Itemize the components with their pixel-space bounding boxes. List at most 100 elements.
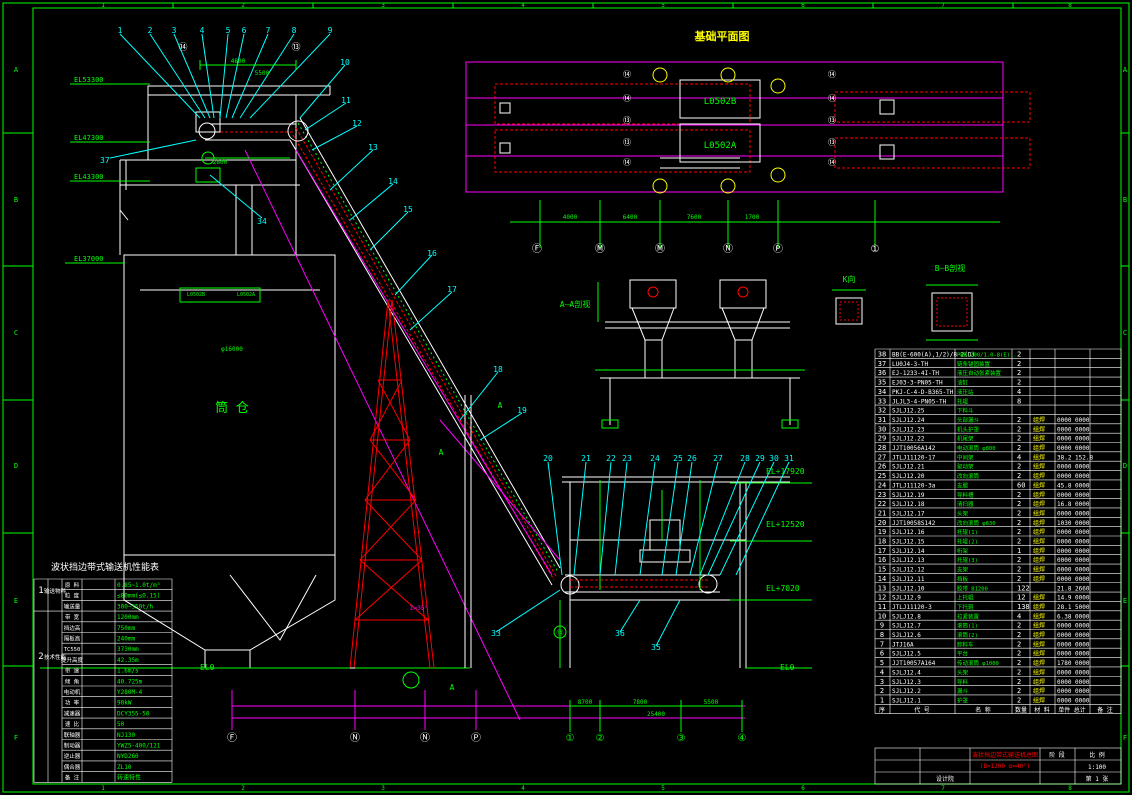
parts-row-weight: 0000 0000	[1057, 426, 1090, 433]
parts-row-name: 头架	[957, 668, 969, 676]
parts-row-code: SJLJ12.22	[892, 436, 925, 443]
parts-row-code: JLJL3-4-PN05-TH	[892, 398, 947, 405]
spec-item-label: TC550	[64, 647, 81, 653]
parts-row-number: 25	[878, 472, 886, 480]
parts-row-code: JTLJ11120-17	[892, 454, 936, 461]
parts-row-material: 组焊	[1033, 528, 1045, 536]
title-field: 设计院	[936, 775, 954, 783]
parts-row-material: 组焊	[1033, 425, 1045, 433]
spec-item-label: 原 料	[65, 581, 80, 589]
axis-bubble: Ⓝ	[350, 732, 360, 744]
axis-bubble: ④	[738, 733, 747, 744]
axis-bubble: Ⓜ	[595, 243, 605, 255]
parts-row-material: 组焊	[1033, 463, 1045, 471]
part-number: 23	[622, 454, 632, 463]
axis-bubble: Ⓟ	[773, 243, 783, 255]
parts-header: 单件 总计	[1058, 706, 1086, 714]
parts-row-number: 9	[880, 622, 884, 630]
parts-row-code: JJT10058S142	[892, 520, 936, 527]
parts-row-qty: 2	[1017, 463, 1021, 471]
parts-row-material: 组焊	[1033, 631, 1045, 639]
parts-row-weight: 0000 0000	[1057, 417, 1090, 424]
section-mark: A	[450, 683, 455, 692]
section-mark: A	[498, 401, 503, 410]
spec-item-value: 转速特性	[117, 774, 141, 782]
frame-row-letter: B	[1123, 196, 1127, 204]
drawing-subtitle: (B=1200 α=40°)	[980, 763, 1031, 770]
spec-item-label: 功 率	[65, 699, 80, 707]
axis-bubble: Ⓕ	[532, 243, 542, 255]
parts-row-qty: 2	[1017, 519, 1021, 527]
parts-row-number: 18	[878, 538, 886, 546]
parts-row-code: SJLJ12.4	[892, 669, 921, 676]
parts-header: 序	[879, 706, 885, 714]
title-field: 1:100	[1088, 764, 1106, 771]
parts-row-code: EJ-1233-4I-TH	[892, 370, 939, 377]
spec-item-value: 42.35m	[117, 657, 139, 664]
dimension-value: 7800	[633, 699, 648, 706]
parts-row-weight: 0000 0000	[1057, 669, 1090, 676]
section-title: B—B剖视	[935, 263, 965, 273]
parts-row-number: 26	[878, 463, 886, 471]
frame-row-letter: B	[14, 196, 18, 204]
parts-row-code: SJLJ12.15	[892, 539, 925, 546]
elevation-label: EL+7020	[766, 584, 800, 593]
spec-item-value: 50	[117, 721, 125, 728]
elevation-label: EL47300	[74, 134, 104, 142]
parts-row-number: 32	[878, 407, 886, 415]
dimension-value: 6400	[623, 214, 638, 221]
spec-item-label: 粒 度	[65, 592, 80, 600]
parts-row-qty: 138	[1017, 603, 1030, 611]
spec-item-label: 逆止器	[64, 752, 81, 760]
spec-item-label: 挡边高	[64, 624, 81, 632]
spec-item-value: 240mm	[117, 636, 135, 643]
parts-row-number: 33	[878, 397, 886, 405]
parts-row-qty: 2	[1017, 556, 1021, 564]
dimension-value: 5500	[255, 70, 270, 77]
frame-column-number: 3	[381, 2, 385, 9]
part-number: 5	[226, 26, 231, 35]
parts-row-code: SJLJ12.8	[892, 613, 921, 620]
parts-row-qty: 12	[1017, 594, 1025, 602]
parts-row-qty: 2	[1017, 622, 1021, 630]
parts-row-code: SJLJ12.14	[892, 548, 925, 555]
part-number: 8	[292, 26, 297, 35]
spec-item-value: DCY355-50	[117, 710, 150, 717]
parts-row-qty: 2	[1017, 678, 1021, 686]
parts-row-material: 组焊	[1033, 500, 1045, 508]
parts-row-weight: 0000 0000	[1057, 557, 1090, 564]
parts-row-qty: 2	[1017, 416, 1021, 424]
parts-row-code: JJT10057A164	[892, 660, 936, 667]
axis-bubble: Ⓝ	[723, 243, 733, 255]
parts-row-code: SJLJ12.13	[892, 557, 925, 564]
parts-row-material: 组焊	[1033, 594, 1045, 602]
parts-row-code: SJLJ12.5	[892, 651, 921, 658]
spec-item-value: 40.725m	[117, 678, 143, 685]
part-number: 19	[517, 406, 527, 415]
parts-row-qty: 122	[1017, 584, 1030, 592]
parts-row-name: 漏斗	[957, 687, 969, 695]
parts-row-number: 3	[880, 678, 884, 686]
part-number: 3	[172, 26, 177, 35]
parts-row-number: 30	[878, 425, 886, 433]
dimension-value: 25400	[647, 711, 665, 718]
part-number: 30	[769, 454, 779, 463]
part-number: 9	[328, 26, 333, 35]
part-number: 25	[673, 454, 683, 463]
axis-bubble: ⑭	[828, 158, 836, 167]
parts-row-qty: 2	[1017, 631, 1021, 639]
part-number: 36	[615, 629, 625, 638]
frame-column-number: 7	[941, 2, 945, 9]
parts-row-weight: 0000 0000	[1057, 548, 1090, 555]
axis-bubble: ⑭	[623, 158, 631, 167]
elevation-label: EL53300	[74, 76, 104, 84]
spec-item-value: ZL10	[117, 764, 132, 771]
parts-row-material: 组焊	[1033, 687, 1045, 695]
frame-column-number: 4	[521, 2, 525, 9]
spec-group-label: 技术性能	[44, 653, 67, 661]
parts-row-name: 链条锚固装置	[957, 360, 991, 368]
parts-row-material: 组焊	[1033, 612, 1045, 620]
part-number: 11	[341, 96, 351, 105]
parts-row-weight: 0000 0000	[1057, 529, 1090, 536]
spec-item-label: 带 宽	[65, 613, 80, 621]
